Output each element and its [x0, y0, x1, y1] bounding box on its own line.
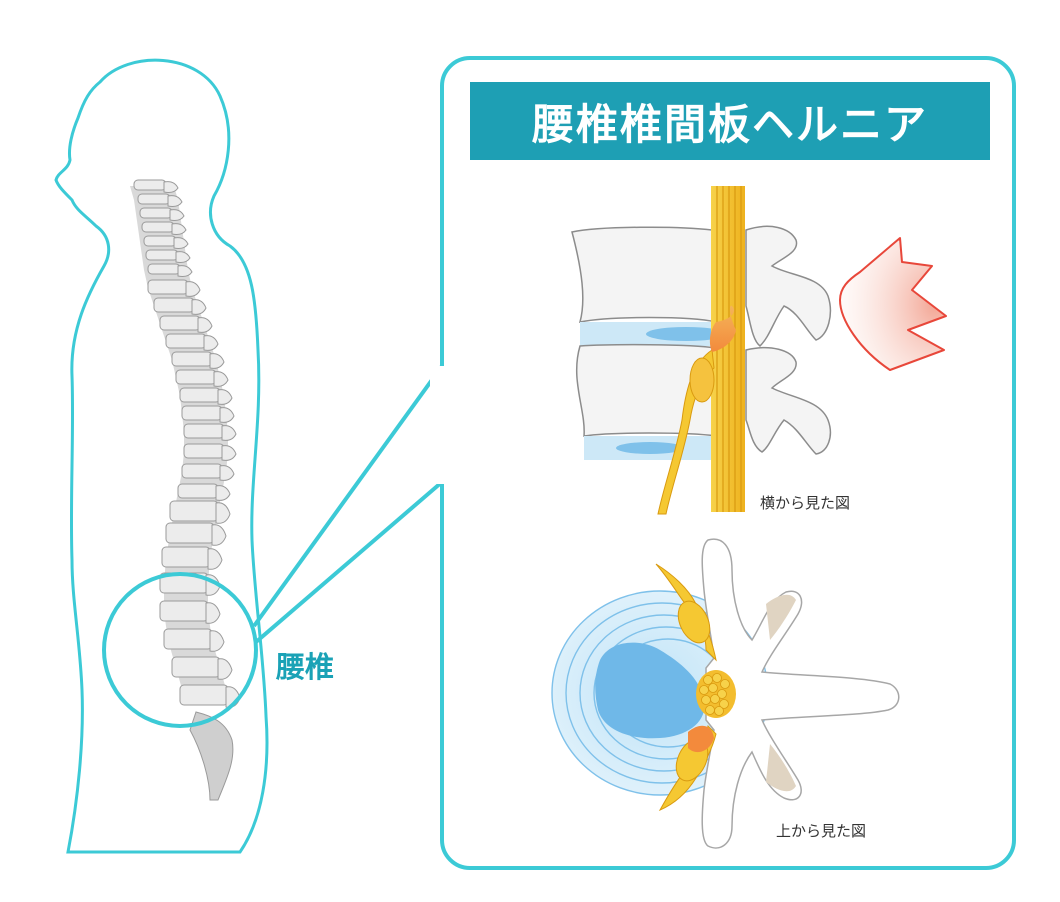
spinous-process: [169, 209, 185, 221]
spinous-process: [211, 524, 227, 546]
spinous-process: [221, 425, 237, 441]
spinous-process: [213, 371, 229, 387]
vertebra: [165, 333, 207, 349]
vertebra: [147, 279, 189, 295]
spinal-column: [130, 179, 241, 801]
zoom-connector-lower: [254, 480, 444, 644]
side-view-illustration: [571, 186, 947, 515]
cauda-equina-bundle: [696, 670, 736, 718]
vertebra: [175, 369, 217, 385]
upper-vertebral-body: [571, 226, 717, 323]
vertebra: [133, 179, 167, 191]
vertebra: [147, 263, 181, 275]
vertebra: [179, 684, 229, 706]
vertebra: [165, 522, 215, 544]
spinous-process: [205, 602, 221, 624]
spinous-process: [207, 548, 223, 570]
lower-vertebral-body: [576, 343, 717, 437]
spinous-process: [215, 485, 231, 501]
vertebra: [143, 235, 177, 247]
spinous-process: [221, 445, 237, 461]
spinous-process: [209, 630, 225, 652]
nerve-root-upper: [655, 563, 717, 662]
disc-nucleus: [595, 642, 705, 739]
upper-disc-nucleus: [646, 327, 726, 341]
spinous-process: [167, 195, 183, 207]
vertebra: [183, 423, 225, 439]
lumbar-label: 腰椎: [276, 650, 335, 684]
facet-joint-lower: [766, 744, 796, 792]
spinous-process: [191, 299, 207, 315]
spinous-process: [203, 335, 219, 351]
lower-posterior-process: [745, 346, 832, 455]
vertebra: [137, 193, 171, 205]
side-view-caption: 横から見た図: [760, 494, 851, 512]
nerve-ganglion: [689, 357, 715, 403]
spinous-process: [175, 251, 191, 263]
title-bar: [470, 82, 990, 160]
spinous-process: [197, 317, 213, 333]
top-view-caption: 上から見た図: [776, 822, 867, 840]
spinous-process: [173, 237, 189, 249]
vertebra: [169, 500, 219, 522]
vertebral-arch: [701, 538, 900, 849]
spine-disc-strip: [130, 186, 228, 696]
pain-burst-icon: [839, 237, 947, 371]
spinous-process: [217, 658, 233, 680]
spinous-process: [171, 223, 187, 235]
spinous-process: [185, 281, 201, 297]
vertebra: [179, 387, 221, 403]
spinous-process: [215, 502, 231, 524]
vertebra: [161, 546, 211, 568]
vertebra: [171, 351, 213, 367]
sacrum: [189, 711, 234, 801]
spinous-process: [177, 265, 193, 277]
nerve-root: [657, 349, 715, 515]
facet-joint-upper: [766, 594, 796, 640]
vertebra: [159, 600, 209, 622]
nerve-ganglion-upper: [677, 600, 711, 644]
top-view-illustration: [551, 538, 900, 849]
vertebra: [145, 249, 179, 261]
spinous-process: [219, 465, 235, 481]
spinous-process: [217, 389, 233, 405]
lower-disc-nucleus: [616, 442, 684, 454]
vertebra: [181, 463, 223, 479]
herniation-compression: [688, 725, 714, 753]
vertebra: [183, 443, 225, 459]
vertebra: [153, 297, 195, 313]
spinous-process: [163, 181, 179, 193]
disc-herniation: [709, 305, 736, 352]
vertebra: [181, 405, 223, 421]
vertebra: [159, 315, 201, 331]
upper-posterior-process: [745, 225, 832, 347]
spinous-process: [209, 353, 225, 369]
vertebra: [177, 483, 219, 499]
zoom-connector-upper: [252, 364, 444, 628]
diagram-title: 腰椎椎間板ヘルニア: [531, 99, 928, 149]
lumbar-highlight-circle: [102, 572, 258, 728]
vertebra: [141, 221, 175, 233]
spinous-process: [219, 407, 235, 423]
vertebra: [163, 628, 213, 650]
vertebra: [139, 207, 173, 219]
vertebra: [171, 656, 221, 678]
